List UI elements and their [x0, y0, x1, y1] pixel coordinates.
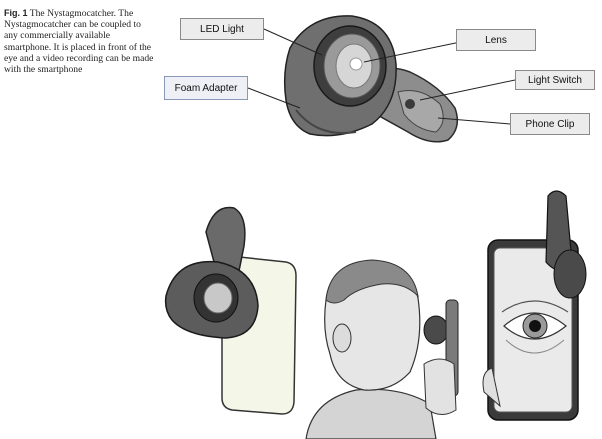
callout-lines [247, 28, 516, 125]
hand [423, 358, 457, 415]
callout-phone-clip: Phone Clip [510, 113, 590, 135]
figure-caption-text: The Nystagmocatcher. The Nystagmocatcher… [4, 8, 154, 76]
device-at-eye [423, 315, 449, 345]
callout-lens: Lens [456, 29, 536, 51]
callout-foam-adapter: Foam Adapter [164, 76, 248, 100]
figure-number: Fig. 1 [4, 8, 28, 18]
holding-hand [482, 367, 501, 408]
hair [325, 259, 419, 304]
callout-light-switch: Light Switch [515, 70, 595, 90]
led-light [349, 57, 363, 71]
device-on-phone-illustration [164, 206, 297, 415]
device-illustration [283, 15, 459, 143]
ear [332, 323, 352, 353]
person-recording-illustration [305, 190, 587, 439]
shirt [305, 388, 437, 439]
light-switch-button [405, 99, 415, 109]
callout-led-light: LED Light [180, 18, 264, 40]
lens [203, 282, 233, 314]
figure-caption: Fig. 1 The Nystagmocatcher. The Nystagmo… [4, 8, 154, 75]
